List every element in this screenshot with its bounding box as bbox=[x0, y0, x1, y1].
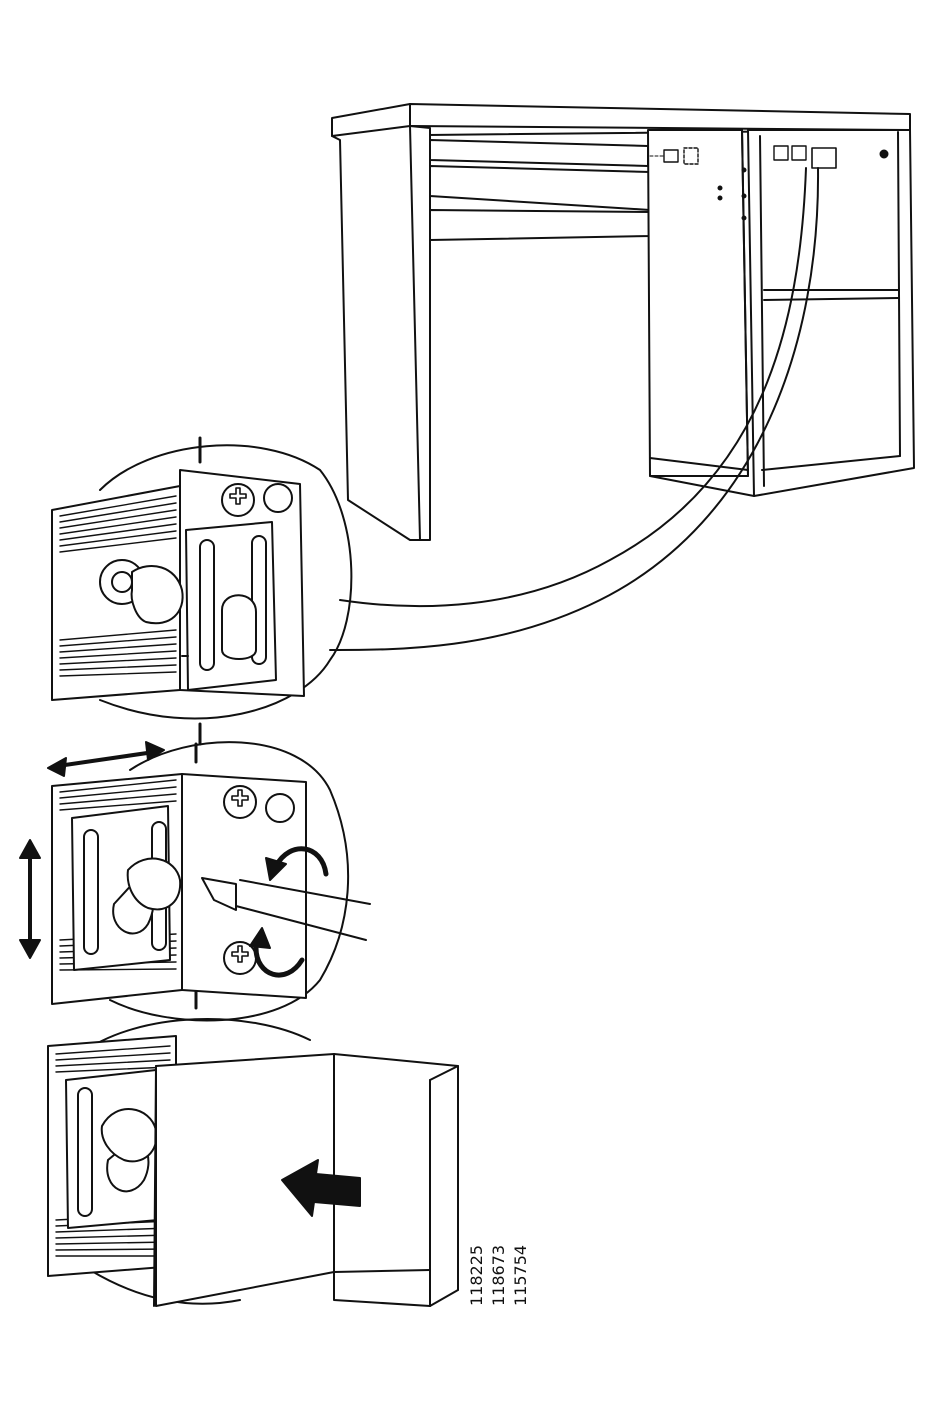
bracket-adjust-screwdriver-icon bbox=[20, 742, 370, 1020]
bracket-hook-detail-icon bbox=[52, 438, 351, 744]
part-number-2: 118673 bbox=[488, 1245, 510, 1306]
desk-with-hanging-rail-icon bbox=[330, 104, 914, 650]
part-number-list: 118225 118673 115754 bbox=[466, 1244, 542, 1306]
horizontal-double-arrow-icon bbox=[48, 742, 164, 776]
bracket-cover-cap-icon bbox=[48, 1019, 458, 1306]
part-number-1: 118225 bbox=[466, 1245, 488, 1306]
vertical-double-arrow-icon bbox=[20, 840, 40, 958]
part-number-3: 115754 bbox=[510, 1245, 532, 1306]
